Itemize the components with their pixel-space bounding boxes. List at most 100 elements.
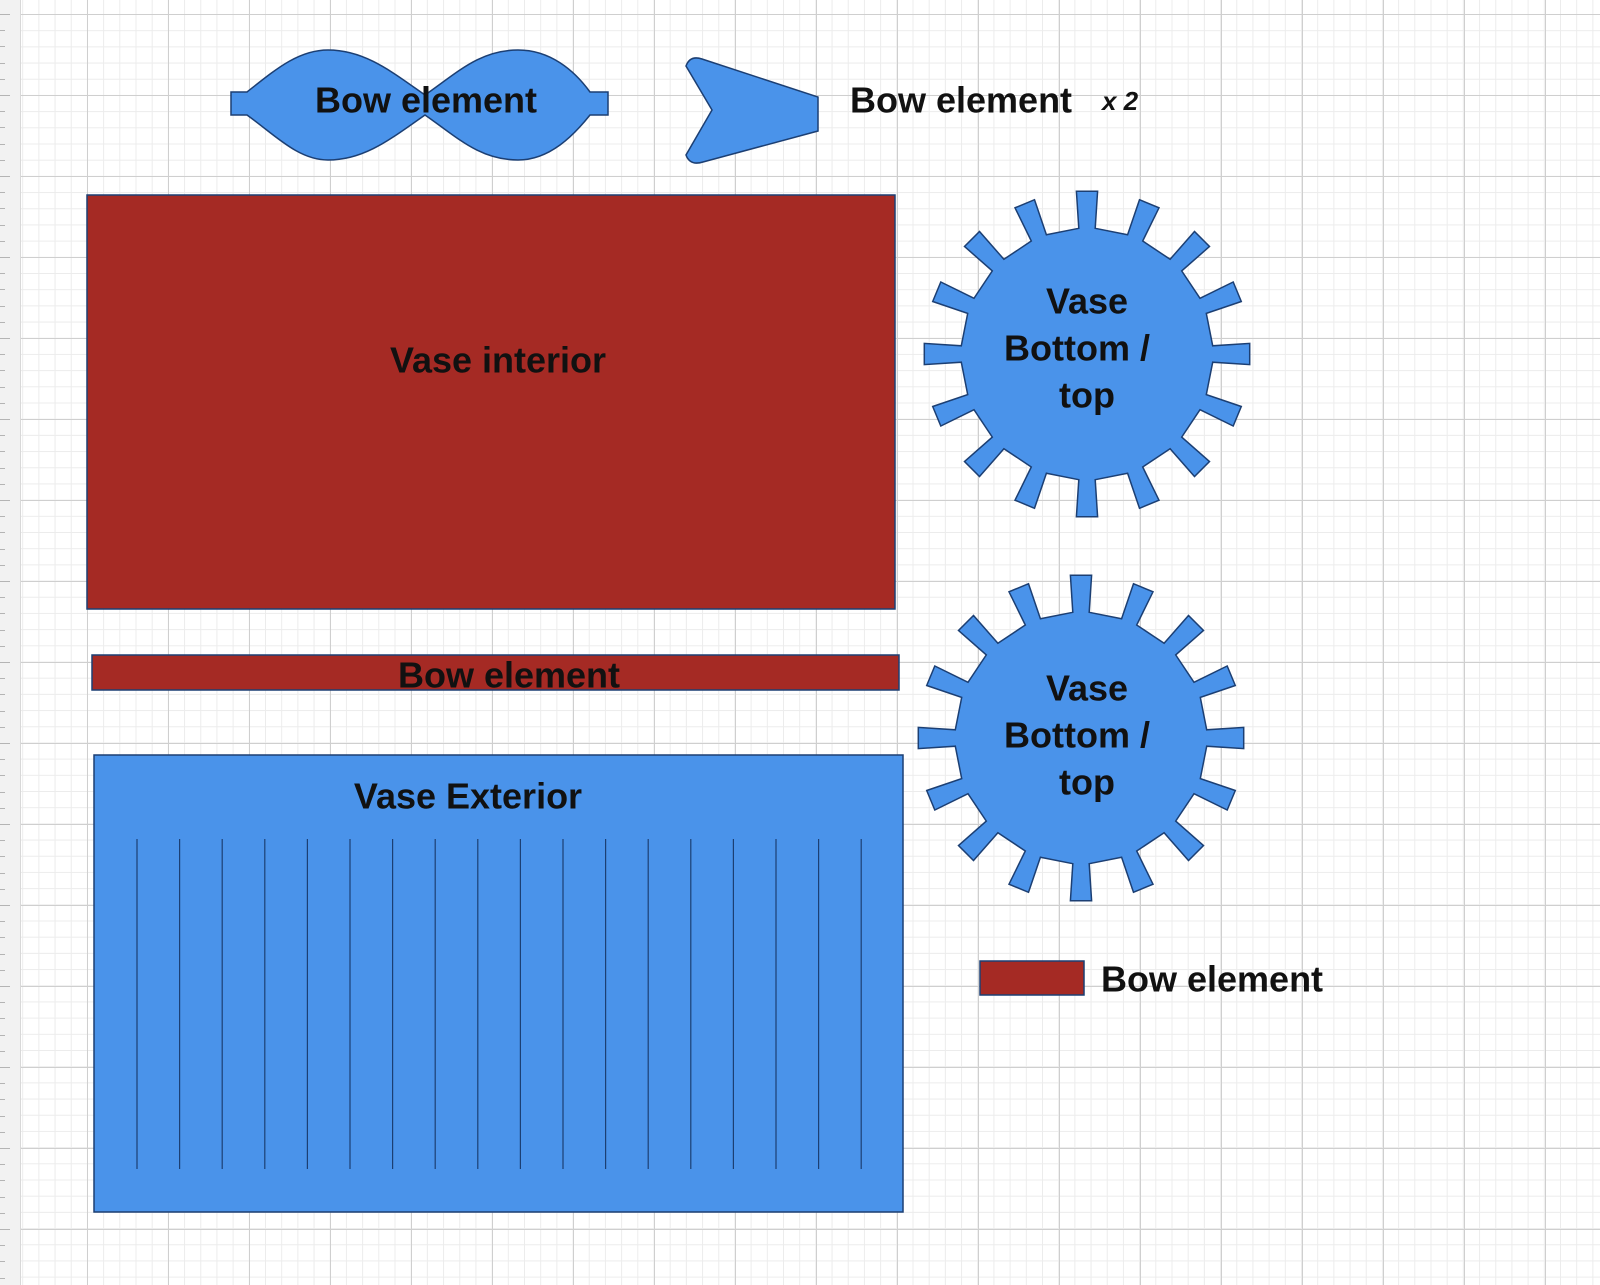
ruler-tick — [0, 208, 5, 210]
gear-2-label-line-3: top — [1059, 762, 1115, 803]
ruler-tick — [0, 338, 10, 339]
ruler-tick — [0, 1034, 5, 1036]
ruler-tick — [0, 240, 5, 242]
bow-wave-shape[interactable]: Bow element — [230, 49, 609, 161]
ruler-tick — [0, 1002, 5, 1004]
ruler-tick — [0, 419, 10, 420]
ruler-tick — [0, 1261, 5, 1263]
ruler-tick — [0, 629, 5, 631]
ruler-tick — [0, 224, 5, 226]
ruler-tick — [0, 483, 5, 485]
bow-small-rect — [979, 960, 1085, 996]
ruler-tick — [0, 791, 5, 793]
ruler-tick — [0, 678, 5, 680]
ruler-tick — [0, 807, 5, 809]
ruler-tick — [0, 694, 5, 696]
ruler-tick — [0, 1115, 5, 1117]
ruler-tick — [0, 62, 5, 64]
bow-small-piece[interactable] — [979, 960, 1085, 996]
ruler-tick — [0, 1180, 5, 1182]
ruler-tick — [0, 500, 10, 501]
ruler-tick — [0, 192, 5, 194]
ruler-tick — [0, 46, 5, 48]
gear-1-label-line-2: Bottom / — [1004, 328, 1150, 369]
bow-arrow-label: Bow element — [850, 80, 1072, 121]
bow-strip-label: Bow element — [398, 655, 620, 696]
ruler-tick — [0, 435, 5, 437]
vase-bottom-top-gear-2[interactable]: Vase Bottom / top — [917, 574, 1245, 902]
ruler-tick — [0, 1212, 5, 1214]
ruler-tick — [0, 824, 10, 825]
ruler-tick — [0, 613, 5, 615]
gear-1-label-line-1: Vase — [1046, 281, 1128, 322]
gear-2-label-line-2: Bottom / — [1004, 715, 1150, 756]
ruler-tick — [0, 127, 5, 129]
ruler-tick — [0, 1050, 5, 1052]
ruler-tick — [0, 759, 5, 761]
gear-2-path — [917, 574, 1245, 902]
ruler-tick — [0, 176, 10, 177]
ruler-tick — [0, 1018, 5, 1020]
gear-1-label-line-3: top — [1059, 375, 1115, 416]
ruler-tick — [0, 840, 5, 842]
ruler-tick — [0, 597, 5, 599]
ruler-tick — [0, 1099, 5, 1101]
ruler-tick — [0, 532, 5, 534]
ruler-tick — [0, 986, 10, 987]
ruler-tick — [0, 645, 5, 647]
ruler-tick — [0, 1277, 5, 1279]
ruler-tick — [0, 710, 5, 712]
vase-exterior-score-lines — [136, 839, 862, 1169]
bow-arrow-path — [685, 57, 819, 164]
vase-interior-label: Vase interior — [390, 340, 606, 381]
ruler-tick — [0, 111, 5, 113]
ruler-tick — [0, 662, 10, 663]
ruler-tick — [0, 1067, 10, 1068]
ruler-tick — [0, 321, 5, 323]
ruler-tick — [0, 937, 5, 939]
ruler-tick — [0, 548, 5, 550]
bow-arrow-quantity: x 2 — [1100, 86, 1139, 116]
ruler-tick — [0, 78, 5, 80]
ruler-tick — [0, 921, 5, 923]
ruler-tick — [0, 1229, 10, 1230]
bow-wave-path — [230, 49, 609, 161]
bow-arrow-shape[interactable] — [685, 57, 819, 164]
ruler-tick — [0, 289, 5, 291]
bow-small-label: Bow element — [1101, 959, 1323, 1000]
ruler-tick — [0, 581, 10, 582]
vase-interior-piece[interactable]: Vase interior — [86, 194, 896, 610]
ruler-tick — [0, 354, 5, 356]
ruler-tick — [0, 953, 5, 955]
ruler-tick — [0, 305, 5, 307]
ruler-tick — [0, 872, 5, 874]
vase-exterior-rect — [93, 754, 904, 1213]
ruler-tick — [0, 1245, 5, 1247]
ruler-tick — [0, 888, 5, 890]
ruler-tick — [0, 743, 10, 744]
ruler-tick — [0, 159, 5, 161]
bow-strip-piece[interactable]: Bow element — [91, 654, 900, 696]
ruler-tick — [0, 1196, 5, 1198]
ruler-tick — [0, 1131, 5, 1133]
ruler-tick — [0, 451, 5, 453]
ruler-tick — [0, 257, 10, 258]
gear-2-label-line-1: Vase — [1046, 668, 1128, 709]
ruler-tick — [0, 30, 5, 32]
ruler-tick — [0, 143, 5, 145]
vertical-ruler — [0, 0, 21, 1285]
vase-exterior-piece[interactable]: Vase Exterior — [93, 754, 904, 1213]
ruler-tick — [0, 856, 5, 858]
ruler-tick — [0, 386, 5, 388]
ruler-tick — [0, 467, 5, 469]
ruler-tick — [0, 775, 5, 777]
ruler-tick — [0, 905, 10, 906]
ruler-tick — [0, 726, 5, 728]
ruler-tick — [0, 1148, 10, 1149]
ruler-tick — [0, 273, 5, 275]
vase-bottom-top-gear-1[interactable]: Vase Bottom / top — [923, 190, 1251, 518]
ruler-tick — [0, 516, 5, 518]
bow-strip-rect — [91, 654, 900, 691]
ruler-tick — [0, 402, 5, 404]
